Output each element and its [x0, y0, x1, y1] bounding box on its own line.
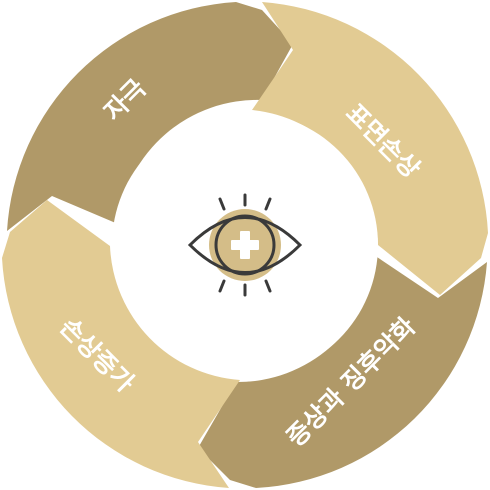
cycle-step-3-arrow: [198, 257, 487, 488]
cycle-step-2-arrow: [252, 2, 488, 295]
cycle-step-4-arrow: [2, 200, 240, 488]
eye-rays: [218, 193, 272, 297]
eye-pupil-ring: [214, 214, 276, 276]
eye-with-plus-icon: [187, 193, 303, 297]
cycle-step-1-arrow: [7, 2, 293, 231]
cycle-step-1: 자극: [7, 2, 293, 231]
eye-outline: [187, 216, 303, 274]
cycle-step-4: 손상증가: [2, 200, 240, 488]
plus-icon: [231, 231, 259, 259]
cycle-step-2: 표면손상: [252, 2, 488, 295]
